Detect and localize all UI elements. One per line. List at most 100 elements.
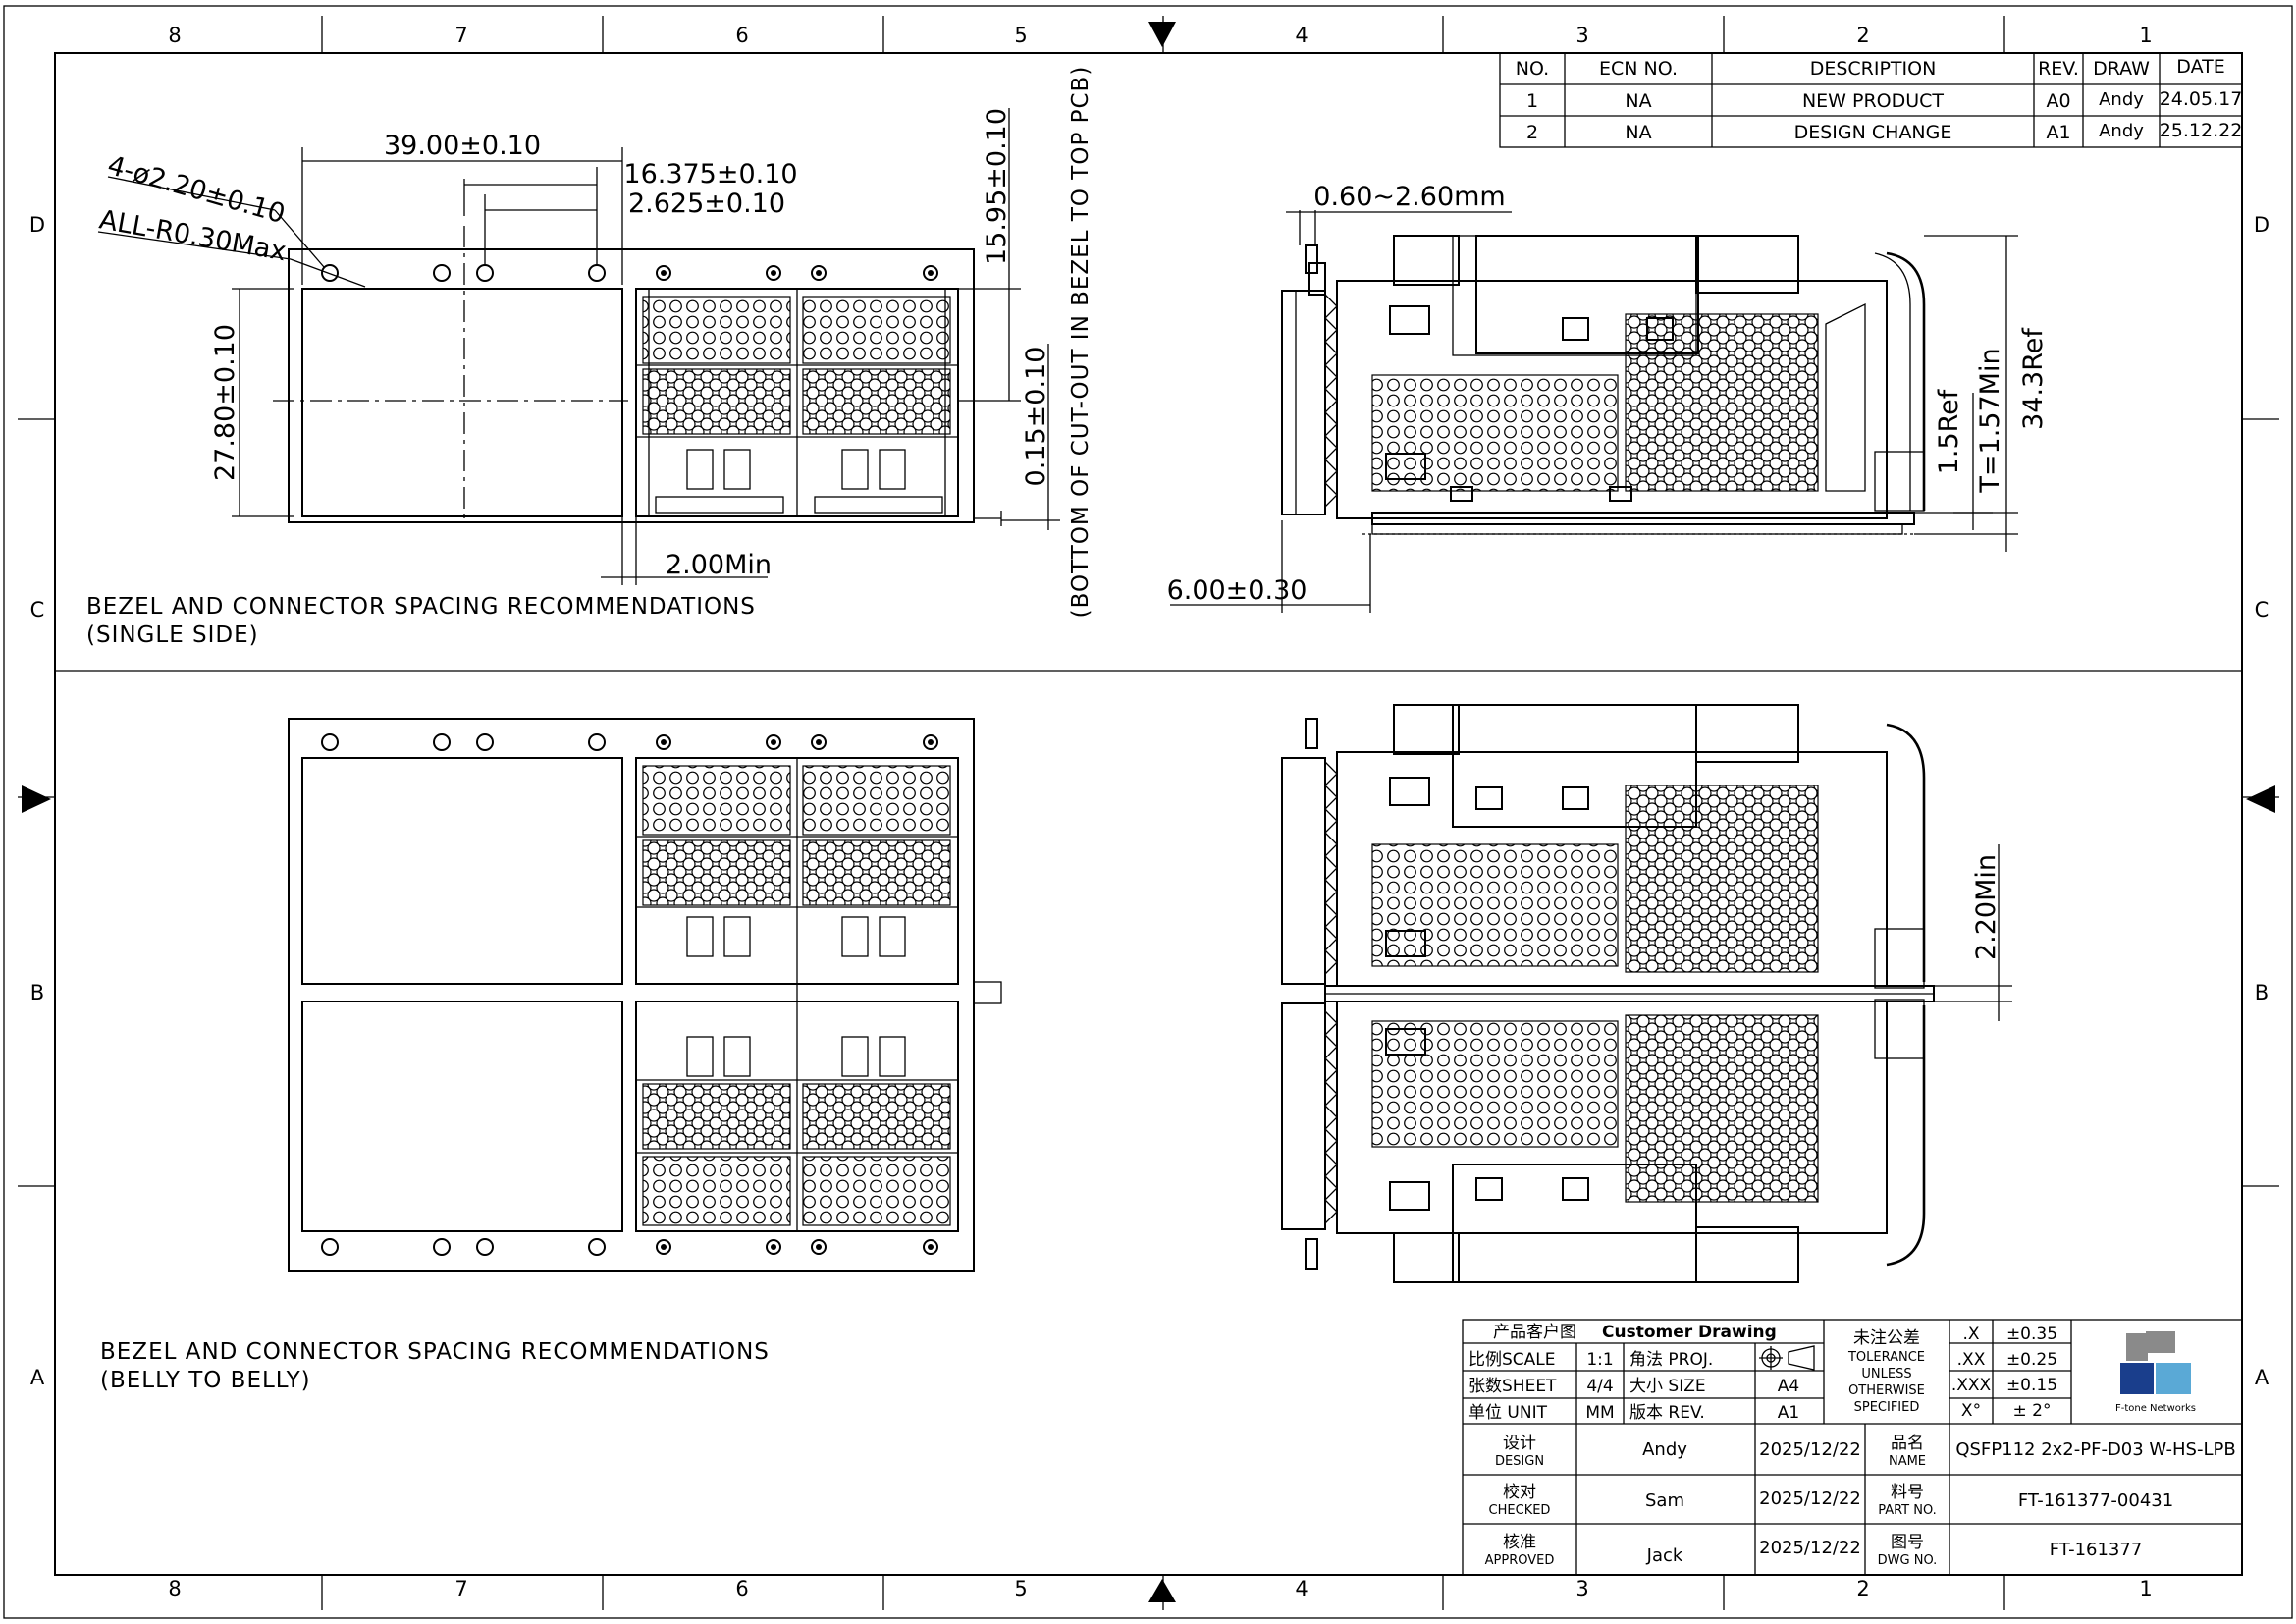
svg-text:DATE: DATE	[2176, 56, 2224, 78]
svg-text:UNLESS: UNLESS	[1861, 1367, 1911, 1381]
svg-text:NO.: NO.	[1516, 58, 1549, 80]
svg-text:2025/12/22: 2025/12/22	[1759, 1538, 1861, 1558]
svg-text:.XXX: .XXX	[1951, 1376, 1992, 1395]
svg-text:大小 SIZE: 大小 SIZE	[1629, 1377, 1706, 1396]
svg-text:比例SCALE: 比例SCALE	[1468, 1350, 1556, 1370]
svg-text:A1: A1	[1778, 1403, 1799, 1423]
svg-text:1: 1	[2139, 1577, 2152, 1600]
svg-text:X°: X°	[1961, 1401, 1981, 1421]
svg-text:2: 2	[1856, 1577, 1869, 1600]
svg-text:NA: NA	[1625, 122, 1651, 143]
svg-text:1: 1	[2139, 24, 2152, 47]
svg-text:D: D	[2254, 213, 2269, 237]
svg-text:角法 PROJ.: 角法 PROJ.	[1629, 1350, 1713, 1370]
svg-text:Andy: Andy	[2099, 121, 2144, 141]
svg-text:NEW PRODUCT: NEW PRODUCT	[1802, 90, 1944, 112]
svg-text:ECN NO.: ECN NO.	[1599, 58, 1678, 80]
svg-text:NAME: NAME	[1889, 1454, 1926, 1469]
svg-text:A0: A0	[2046, 90, 2070, 112]
dim-height: 27.80±0.10	[210, 324, 240, 481]
dim-ref1: 1.5Ref	[1934, 388, 1964, 474]
title-block: 产品客户图 Customer Drawing 比例SCALE 1:1 角法 PR…	[1462, 1319, 2243, 1576]
dim-bezel: 0.60~2.60mm	[1313, 182, 1505, 212]
svg-text:校对: 校对	[1503, 1483, 1536, 1502]
svg-text:设计: 设计	[1503, 1434, 1536, 1453]
sheet-frame	[3, 5, 2293, 1619]
svg-text:未注公差: 未注公差	[1853, 1328, 1920, 1348]
svg-text:.X: .X	[1962, 1325, 1979, 1344]
svg-text:A4: A4	[1778, 1377, 1799, 1396]
svg-text:4/4: 4/4	[1586, 1377, 1613, 1396]
checker-signature: Sam	[1645, 1490, 1684, 1511]
company-logo: F-tone Networks	[2115, 1331, 2196, 1414]
svg-text:PART NO.: PART NO.	[1878, 1503, 1937, 1518]
svg-text:3: 3	[1575, 24, 1588, 47]
dim-bottom-note: (BOTTOM OF CUT-OUT IN BEZEL TO TOP PCB)	[1068, 66, 1094, 619]
caption-belly-2: (BELLY TO BELLY)	[100, 1368, 311, 1393]
tb-header-en: Customer Drawing	[1602, 1323, 1777, 1342]
dim-hole-offset: 16.375±0.10	[623, 159, 797, 189]
svg-text:DRAW: DRAW	[2093, 58, 2150, 80]
svg-text:DESCRIPTION: DESCRIPTION	[1810, 58, 1937, 80]
zone-row-labels-right: D C B A	[2254, 213, 2269, 1389]
svg-text:5: 5	[1014, 24, 1027, 47]
svg-text:3: 3	[1575, 1577, 1588, 1600]
svg-text:7: 7	[454, 1577, 467, 1600]
svg-text:A: A	[2255, 1366, 2269, 1389]
svg-text:2025/12/22: 2025/12/22	[1759, 1489, 1861, 1509]
svg-text:C: C	[30, 598, 45, 622]
zone-column-labels-top: 8 7 6 5 4 3 2 1	[168, 24, 2152, 47]
svg-text:±0.25: ±0.25	[2006, 1350, 2057, 1370]
svg-text:核准: 核准	[1503, 1533, 1536, 1552]
svg-text:DESIGN: DESIGN	[1495, 1454, 1544, 1469]
svg-text:1: 1	[1526, 90, 1538, 112]
svg-text:±0.35: ±0.35	[2006, 1325, 2057, 1344]
svg-text:D: D	[29, 213, 45, 237]
svg-text:DESIGN CHANGE: DESIGN CHANGE	[1794, 122, 1952, 143]
svg-text:.XX: .XX	[1957, 1350, 1986, 1370]
svg-text:OTHERWISE: OTHERWISE	[1848, 1383, 1925, 1398]
svg-text:2: 2	[1526, 122, 1538, 143]
dim-pitch: 2.625±0.10	[628, 189, 785, 219]
svg-text:± 2°: ± 2°	[2013, 1401, 2052, 1421]
svg-text:NA: NA	[1625, 90, 1651, 112]
svg-text:品名: 品名	[1891, 1434, 1924, 1453]
dim-top: 15.95±0.10	[982, 108, 1012, 265]
revision-table: NO. ECN NO. DESCRIPTION REV. DRAW DATE 1…	[1499, 52, 2243, 148]
side-view-belly: 2.20Min	[1281, 704, 2012, 1283]
part-number: FT-161377-00431	[2018, 1490, 2173, 1511]
dim-ref2: 34.3Ref	[2018, 327, 2049, 430]
designer-signature: Andy	[1642, 1439, 1687, 1460]
svg-text:A: A	[30, 1366, 45, 1389]
svg-text:25.12.22: 25.12.22	[2160, 120, 2243, 141]
svg-text:4: 4	[1295, 1577, 1308, 1600]
projection-symbol-icon	[1759, 1345, 1815, 1371]
dim-front: 6.00±0.30	[1167, 575, 1308, 606]
svg-text:5: 5	[1014, 1577, 1027, 1600]
svg-text:DWG NO.: DWG NO.	[1878, 1553, 1938, 1568]
svg-text:1:1: 1:1	[1586, 1350, 1613, 1370]
svg-text:REV.: REV.	[2038, 58, 2079, 80]
zone-row-labels-left: D C B A	[29, 213, 45, 1389]
side-view-single: 0.60~2.60mm 6.00±0.30 1.5Ref T=1.57Min 3…	[1167, 182, 2049, 613]
svg-text:Andy: Andy	[2099, 89, 2144, 110]
svg-text:张数SHEET: 张数SHEET	[1468, 1377, 1557, 1396]
svg-text:B: B	[2255, 981, 2269, 1004]
svg-text:C: C	[2255, 598, 2269, 622]
svg-text:8: 8	[168, 1577, 181, 1600]
svg-text:2025/12/22: 2025/12/22	[1759, 1439, 1861, 1460]
bezel-view-belly: BEZEL AND CONNECTOR SPACING RECOMMENDATI…	[100, 718, 1002, 1393]
svg-text:±0.15: ±0.15	[2006, 1376, 2057, 1395]
caption-single-2: (SINGLE SIDE)	[86, 623, 259, 648]
tb-header-cn: 产品客户图	[1493, 1323, 1576, 1342]
dim-gap: 2.00Min	[666, 550, 772, 580]
svg-text:图号: 图号	[1891, 1533, 1924, 1552]
product-name: QSFP112 2x2-PF-D03 W-HS-LPB	[1955, 1439, 2235, 1460]
svg-text:B: B	[30, 981, 44, 1004]
svg-text:6: 6	[735, 24, 748, 47]
bezel-view-single: 39.00±0.10 16.375±0.10 2.625±0.10 4-ø2.2…	[86, 66, 1094, 648]
svg-text:TOLERANCE: TOLERANCE	[1847, 1350, 1925, 1365]
svg-text:单位 UNIT: 单位 UNIT	[1468, 1403, 1548, 1423]
caption-single-1: BEZEL AND CONNECTOR SPACING RECOMMENDATI…	[86, 594, 756, 620]
svg-text:6: 6	[735, 1577, 748, 1600]
